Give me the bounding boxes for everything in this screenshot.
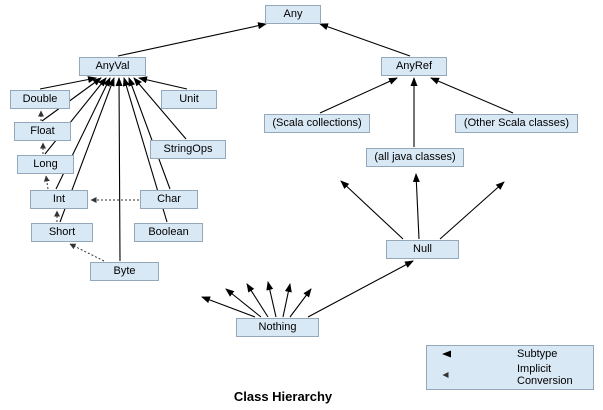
implicit-conversion-arrows bbox=[38, 110, 139, 262]
diagram-title: Class Hierarchy bbox=[233, 389, 333, 404]
node-anyval: AnyVal bbox=[79, 57, 146, 76]
node-all-java-classes: (all java classes) bbox=[366, 148, 464, 167]
node-float: Float bbox=[14, 122, 71, 141]
legend-row-subtype: Subtype bbox=[433, 348, 587, 360]
node-unit: Unit bbox=[161, 90, 217, 109]
node-boolean: Boolean bbox=[134, 223, 203, 242]
node-stringops: StringOps bbox=[150, 140, 226, 159]
node-anyref: AnyRef bbox=[381, 57, 447, 76]
node-nothing: Nothing bbox=[236, 318, 319, 337]
implicit-conversion-arrow-icon bbox=[442, 372, 449, 378]
node-long: Long bbox=[17, 155, 74, 174]
node-byte: Byte bbox=[90, 262, 159, 281]
legend: Subtype Implicit Conversion bbox=[426, 345, 594, 390]
node-int: Int bbox=[30, 190, 88, 209]
legend-row-implicit: Implicit Conversion bbox=[433, 363, 587, 387]
node-any: Any bbox=[265, 5, 321, 24]
legend-subtype-label: Subtype bbox=[517, 348, 558, 360]
node-double: Double bbox=[10, 90, 70, 109]
node-other-scala-classes: (Other Scala classes) bbox=[455, 114, 578, 133]
node-scala-collections: (Scala collections) bbox=[264, 114, 370, 133]
node-char: Char bbox=[140, 190, 198, 209]
subtype-arrow-icon bbox=[442, 350, 451, 358]
node-short: Short bbox=[31, 223, 93, 242]
node-null: Null bbox=[386, 240, 459, 259]
legend-implicit-label: Implicit Conversion bbox=[517, 363, 573, 387]
